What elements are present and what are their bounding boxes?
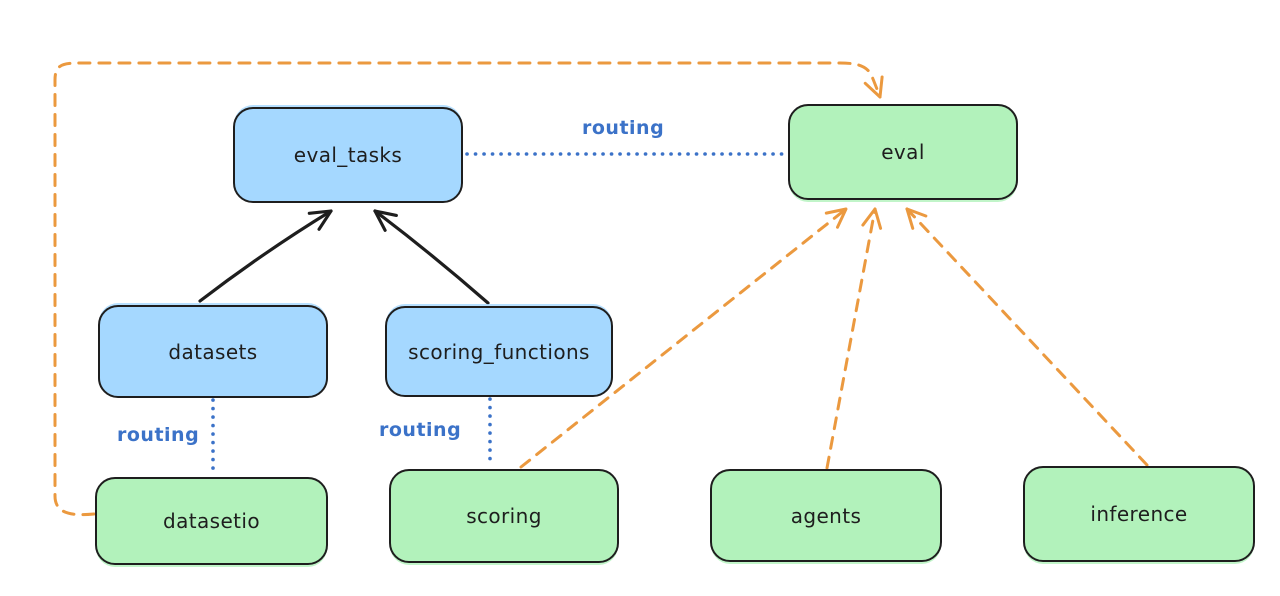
node-datasets: datasets (98, 305, 328, 398)
node-eval-tasks: eval_tasks (233, 107, 463, 203)
edge-label-routing-eval-tasks-eval: routing (582, 117, 665, 139)
edge-scoring-to-eval-provider (519, 207, 848, 469)
node-label: datasets (168, 339, 258, 364)
edge-datasetio-to-eval-provider (53, 61, 884, 517)
node-label: eval_tasks (293, 143, 403, 167)
node-label: eval (881, 140, 925, 164)
edge-scoring-functions-to-eval-tasks (373, 209, 490, 305)
node-scoring-functions: scoring_functions (385, 306, 613, 397)
edge-agents-to-eval-provider (825, 207, 883, 470)
node-label: inference (1090, 502, 1188, 526)
node-label: datasetio (162, 509, 260, 533)
node-datasetio: datasetio (95, 477, 328, 565)
edge-inference-to-eval-provider (905, 207, 1149, 467)
node-inference: inference (1023, 466, 1255, 562)
edge-datasets-to-eval-tasks (198, 209, 333, 303)
node-label: scoring_functions (408, 339, 590, 364)
node-agents: agents (710, 469, 942, 562)
node-eval: eval (788, 104, 1018, 200)
edge-label-routing-datasets-datasetio: routing (117, 424, 200, 446)
edge-label-routing-scoring-functions-scoring: routing (379, 419, 462, 441)
node-scoring: scoring (389, 469, 619, 563)
node-label: agents (790, 503, 862, 528)
node-label: scoring (466, 504, 542, 528)
